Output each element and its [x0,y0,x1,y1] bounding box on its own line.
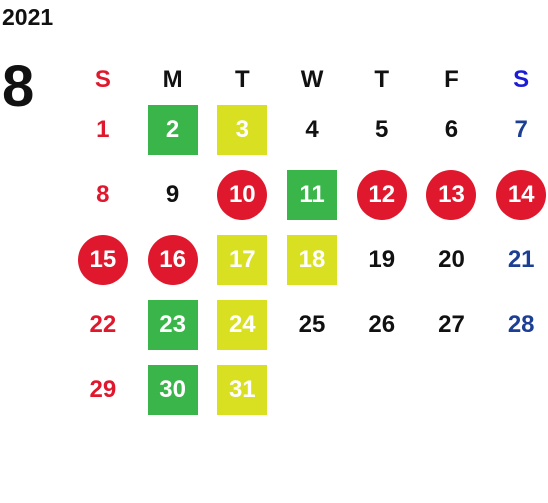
day-marker-yellow: 31 [217,364,268,415]
empty-cell [347,357,417,422]
day-number: 20 [438,245,465,273]
day-number: 29 [89,375,117,403]
weekday-header: S M T W T F S [68,62,548,97]
day-cell[interactable]: 29 [68,357,138,422]
day-cell[interactable]: 9 [138,162,208,227]
day-cell[interactable]: 2 [138,97,208,162]
empty-cell [277,357,347,422]
day-marker-red: 16 [147,234,198,285]
day-marker-red: 10 [217,169,268,220]
day-cell[interactable]: 12 [347,162,417,227]
day-cell[interactable]: 18 [277,227,347,292]
day-number: 4 [305,115,319,143]
empty-cell [486,357,548,422]
day-number: 5 [375,115,389,143]
weekday-wed: W [300,65,324,93]
day-number: 22 [89,310,117,338]
day-number: 8 [96,180,110,208]
weekday-fri: F [444,65,459,93]
day-number: 7 [514,115,528,143]
week-row: 29 30 31 [68,357,548,422]
day-cell[interactable]: 4 [277,97,347,162]
day-cell[interactable]: 16 [138,227,208,292]
day-number: 28 [507,310,535,338]
day-number: 6 [444,115,459,143]
day-marker-green: 23 [147,299,198,350]
day-cell[interactable]: 1 [68,97,138,162]
day-cell[interactable]: 22 [68,292,138,357]
day-cell[interactable]: 15 [68,227,138,292]
weekday-sat: S [513,65,530,93]
day-cell[interactable]: 13 [417,162,487,227]
weekday-sun: S [94,65,111,93]
day-marker-green: 11 [287,169,338,220]
year-label: 2021 [2,4,54,30]
day-marker-green: 2 [147,104,198,155]
day-cell[interactable]: 20 [417,227,487,292]
day-marker-red: 12 [356,169,407,220]
day-cell[interactable]: 21 [486,227,548,292]
day-marker-green: 30 [147,364,198,415]
day-cell[interactable]: 24 [207,292,277,357]
month-label: 8 [2,54,35,119]
weekday-mon: M [162,65,183,93]
day-cell[interactable]: 6 [417,97,487,162]
day-cell[interactable]: 27 [417,292,487,357]
day-cell[interactable]: 17 [207,227,277,292]
day-cell[interactable]: 26 [347,292,417,357]
day-cell[interactable]: 7 [486,97,548,162]
day-cell[interactable]: 5 [347,97,417,162]
week-row: 8 9 10 11 12 13 14 [68,162,548,227]
day-cell[interactable]: 10 [207,162,277,227]
day-cell[interactable]: 28 [486,292,548,357]
day-cell[interactable]: 3 [207,97,277,162]
day-marker-yellow: 17 [217,234,268,285]
day-cell[interactable]: 11 [277,162,347,227]
day-number: 19 [368,245,396,273]
week-row: 22 23 24 25 26 27 28 [68,292,548,357]
day-number: 9 [165,180,180,208]
day-number: 1 [96,115,110,143]
day-marker-yellow: 18 [287,234,338,285]
day-cell[interactable]: 8 [68,162,138,227]
day-marker-red: 13 [426,169,477,220]
day-cell[interactable]: 14 [486,162,548,227]
day-marker-red: 14 [496,169,547,220]
day-cell[interactable]: 31 [207,357,277,422]
weekday-thu: T [374,65,390,93]
day-marker-yellow: 3 [217,104,268,155]
day-number: 26 [368,310,396,338]
day-number: 21 [507,245,535,273]
week-row: 15 16 17 18 19 20 21 [68,227,548,292]
empty-cell [417,357,487,422]
weekday-tue: T [234,65,250,93]
day-number: 25 [298,310,326,338]
day-cell[interactable]: 19 [347,227,417,292]
day-number: 27 [438,310,465,338]
day-marker-red: 15 [77,234,128,285]
day-marker-yellow: 24 [217,299,268,350]
day-cell[interactable]: 23 [138,292,208,357]
day-cell[interactable]: 25 [277,292,347,357]
day-cell[interactable]: 30 [138,357,208,422]
